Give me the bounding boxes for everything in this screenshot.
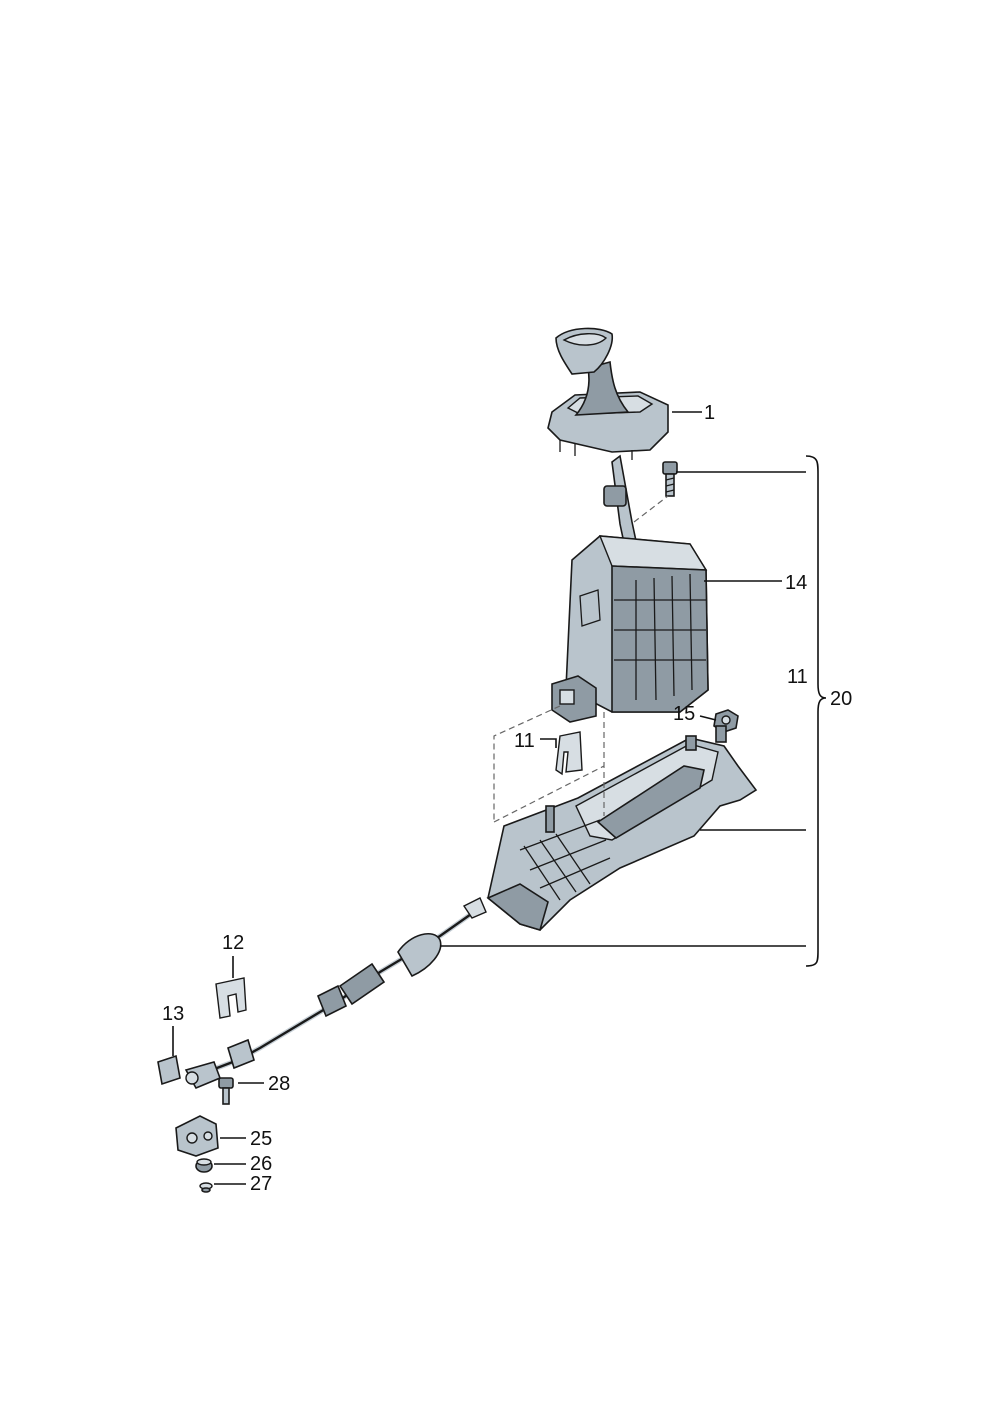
bracket-25-part [175, 1115, 219, 1157]
selector-cable-part [184, 897, 487, 1090]
bolt-part [662, 461, 678, 497]
callout-25: 25 [250, 1128, 272, 1150]
callout-15: 15 [673, 703, 695, 725]
retaining-clip-part [555, 731, 583, 776]
bolt-28-part [218, 1077, 234, 1105]
nut-part [713, 709, 739, 733]
assembly-dashed-lines [493, 495, 669, 823]
assembly-brace [805, 455, 827, 967]
callout-20: 20 [830, 688, 852, 710]
callout-11-right: 11 [787, 666, 808, 688]
selector-mechanism-part [551, 454, 709, 723]
cable-clip-part [215, 977, 247, 1019]
callout-27: 27 [250, 1173, 272, 1195]
callout-11-left: 11 [514, 730, 535, 752]
callout-14: 14 [785, 572, 807, 594]
callout-labels: 1 14 11 20 15 11 12 13 28 25 26 27 [162, 402, 852, 1195]
leader-lines [172, 411, 806, 1185]
washer-27-part [199, 1182, 213, 1193]
callout-12: 12 [222, 932, 244, 954]
callout-1: 1 [704, 402, 715, 424]
callout-13: 13 [162, 1003, 184, 1025]
bushing-26-part [195, 1158, 213, 1173]
callout-28: 28 [268, 1073, 290, 1095]
clip-13-part [157, 1054, 181, 1086]
callout-26: 26 [250, 1153, 272, 1175]
shift-knob-cover-part [547, 327, 669, 460]
bracket-base-part [486, 725, 758, 931]
